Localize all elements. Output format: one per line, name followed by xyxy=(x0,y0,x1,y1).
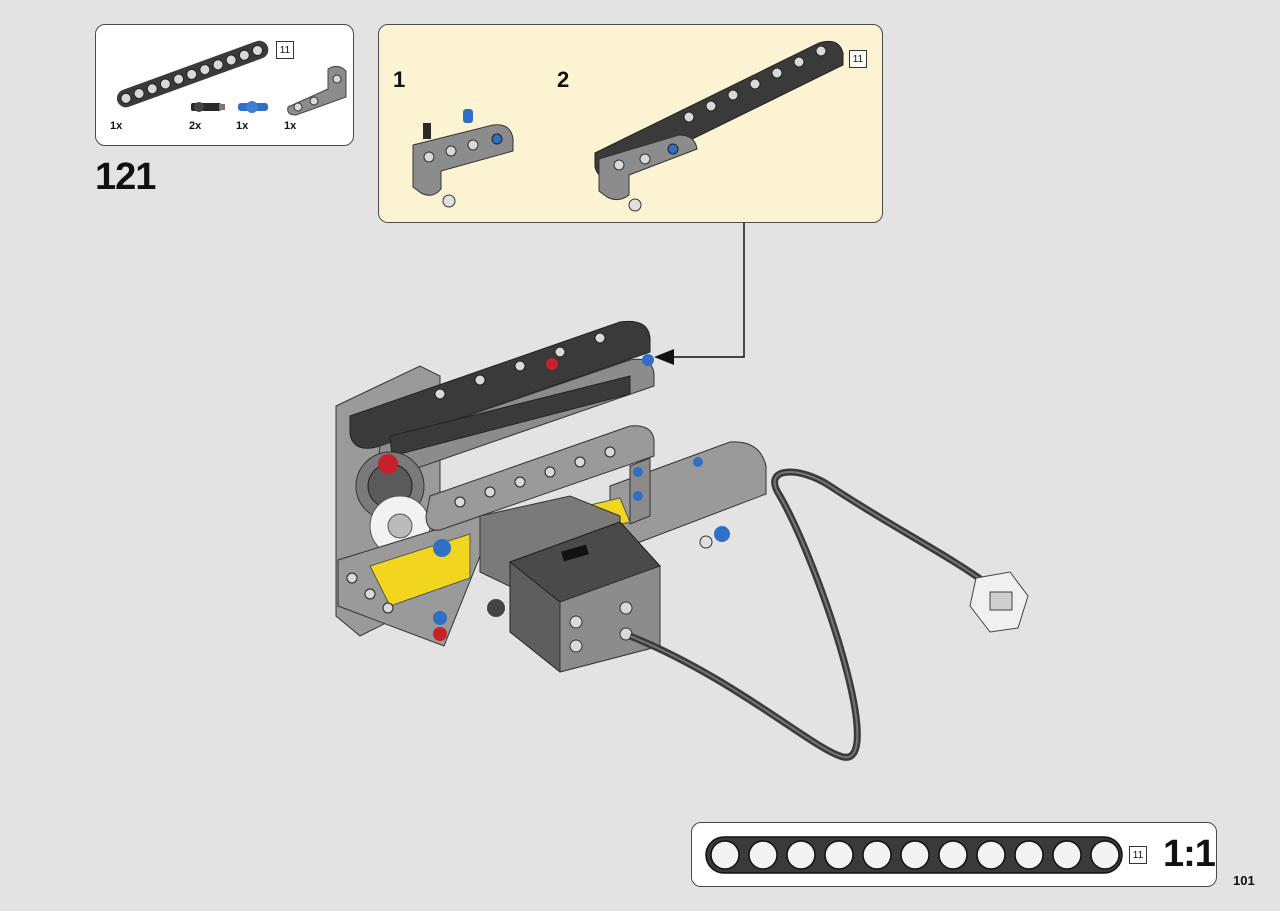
beam-11-part-image xyxy=(116,40,269,108)
scale-beam-11-image xyxy=(705,836,1123,874)
connector-pin-blue-part-image xyxy=(238,101,268,113)
parts-qty-2: 2x xyxy=(189,120,202,132)
scale-label: 1:1 xyxy=(1163,833,1216,875)
axle-pin-black-part-image xyxy=(191,102,225,112)
main-assembly-image xyxy=(335,320,1029,761)
page-number: 101 xyxy=(1233,873,1255,888)
sub-step-1-assembly-image xyxy=(412,109,514,208)
parts-list-panel: 11 1x 2x 1x 1x xyxy=(95,24,354,146)
parts-qty-3: 1x xyxy=(236,120,249,132)
parts-qty-4: 1x xyxy=(284,120,297,132)
step-number: 121 xyxy=(95,156,156,198)
scale-panel: 11 xyxy=(691,822,1217,887)
angle-beam-grey-part-image xyxy=(287,65,347,116)
subassembly-beam-length-box: 11 xyxy=(849,50,867,68)
subassembly-panel: 1 2 11 xyxy=(378,24,883,223)
parts-beam-length-box: 11 xyxy=(276,41,294,59)
scale-beam-length-box: 11 xyxy=(1129,846,1147,864)
sub-step-2-assembly-image xyxy=(594,40,844,212)
sub-step-1-label: 1 xyxy=(393,67,406,92)
sub-step-2-label: 2 xyxy=(557,67,570,92)
parts-qty-1: 1x xyxy=(110,120,123,132)
